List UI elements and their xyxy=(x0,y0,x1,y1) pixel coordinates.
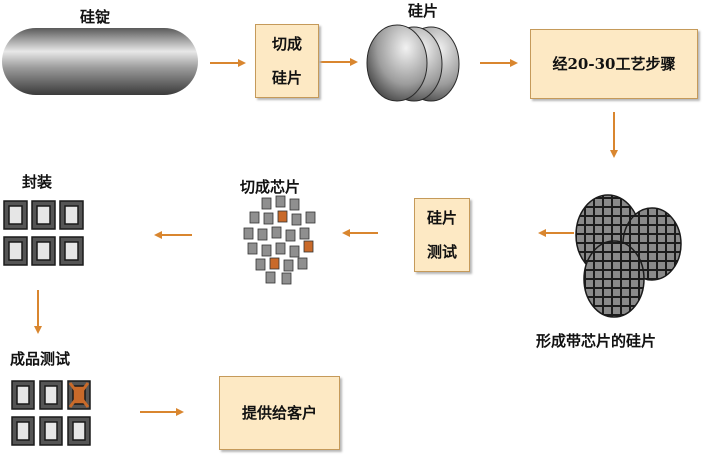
label-wafer: 硅片 xyxy=(408,2,439,20)
patterned-wafers-image xyxy=(575,194,682,318)
wafer-stack-image xyxy=(366,24,460,102)
box-wafer-test-line1: 硅片 xyxy=(426,209,457,227)
box-deliver-to-customer: 提供给客户 xyxy=(219,376,340,450)
box-wafer-test: 硅片 测试 xyxy=(414,198,470,272)
label-silicon-ingot: 硅锭 xyxy=(80,8,111,26)
label-final-test: 成品测试 xyxy=(10,350,71,368)
box-cut-wafer: 切成 硅片 xyxy=(255,24,319,98)
box-wafer-test-line2: 测试 xyxy=(426,243,457,261)
packaged-chips-image xyxy=(3,200,84,266)
cut-chips-image xyxy=(243,195,316,285)
box-cut-wafer-line1: 切成 xyxy=(271,35,302,53)
tested-chips-image xyxy=(11,380,91,446)
label-patterned-wafer: 形成带芯片的硅片 xyxy=(536,332,657,350)
silicon-ingot-image xyxy=(2,28,198,95)
label-package: 封装 xyxy=(22,173,53,191)
label-cut-chips: 切成芯片 xyxy=(240,178,301,196)
box-process-steps: 经20-30工艺步骤 xyxy=(530,29,698,99)
box-cut-wafer-line2: 硅片 xyxy=(271,69,302,87)
